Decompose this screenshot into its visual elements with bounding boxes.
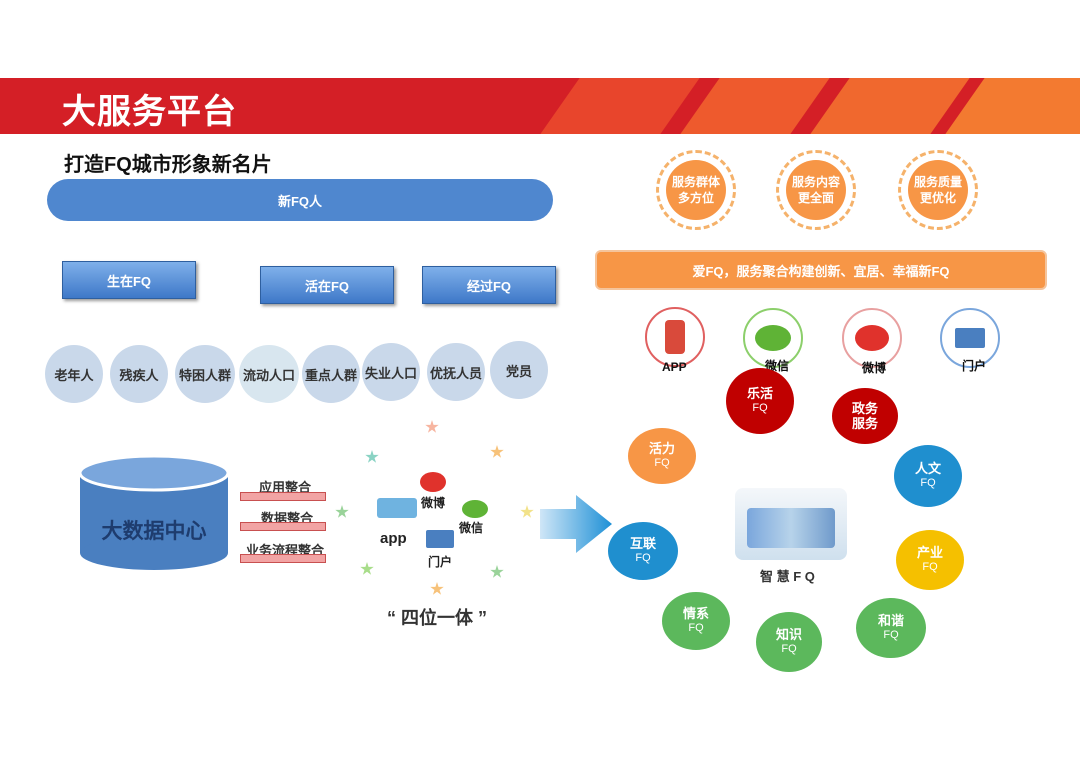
population-key: 重点人群 [302,345,360,403]
population-party: 党员 [490,341,548,399]
star-icon [360,562,374,576]
wechat-icon [462,500,488,518]
star-icon [365,450,379,464]
weibo-icon [420,472,446,492]
smart-city-image [735,488,847,560]
population-elderly: 老年人 [45,345,103,403]
laptop-icon [955,328,985,348]
star-icon [490,565,504,579]
big-data-center: 大数据中心 [80,455,228,570]
big-data-label: 大数据中心 [80,515,228,545]
quality-group: 服务群体多方位 [656,150,736,230]
smart-fq-label: 智 慧 F Q [760,566,815,585]
category-born: 生在FQ [62,261,196,299]
page-title: 大服务平台 [62,84,237,133]
weibo-label: 微博 [421,494,445,511]
quality-content: 服务内容更全面 [776,150,856,230]
quality-service: 服务质量更优化 [898,150,978,230]
channel-app [645,307,705,367]
portal-label: 门户 [428,553,452,570]
channel-app-label: APP [662,360,687,374]
star-icon [335,505,349,519]
star-icon [430,582,444,596]
app-label: app [380,530,407,547]
category-live: 活在FQ [260,266,394,304]
channel-weibo-label: 微博 [862,359,886,376]
star-icon [490,445,504,459]
double-arrow-icon [240,554,326,563]
phone-icon [665,320,685,354]
wechat-label: 微信 [459,519,483,536]
node-government: 政务服务 [832,388,898,444]
population-unemployed: 失业人口 [362,343,420,401]
double-arrow-icon [240,522,326,531]
four-in-one-label: “ 四位一体 ” [387,604,487,630]
population-disabled: 残疾人 [110,345,168,403]
channel-portal-label: 门户 [962,357,986,374]
weibo-icon [855,325,889,351]
wechat-icon [755,325,791,351]
app-devices-icon [377,498,417,518]
star-icon [520,505,534,519]
right-arrow-icon [540,495,612,553]
service-banner: 爱FQ，服务聚合构建创新、宜居、幸福新FQ [595,250,1047,290]
star-icon [425,420,439,434]
population-poor: 特困人群 [175,345,235,403]
double-arrow-icon [240,492,326,501]
population-floating: 流动人口 [239,345,299,403]
new-fq-bar: 新FQ人 [47,179,553,221]
page-subtitle: 打造FQ城市形象新名片 [64,148,272,177]
category-pass: 经过FQ [422,266,556,304]
population-veterans: 优抚人员 [427,343,485,401]
laptop-icon [426,530,454,548]
